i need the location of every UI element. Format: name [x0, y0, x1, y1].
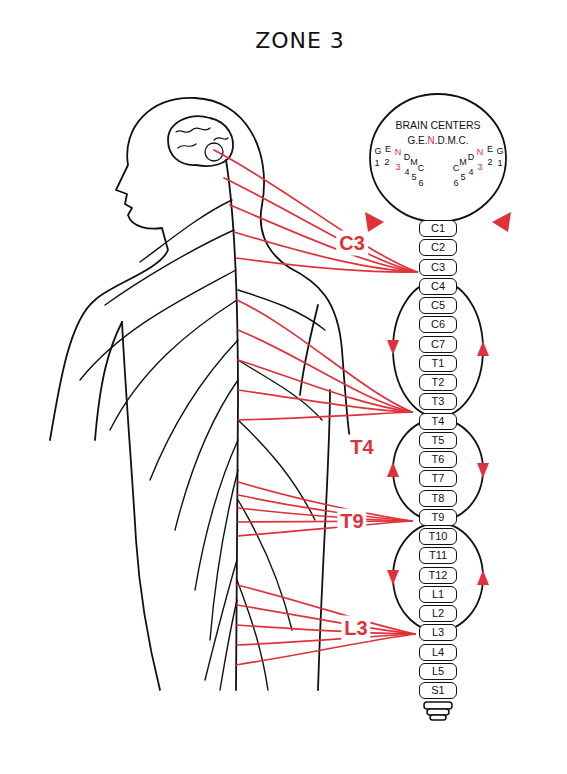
vertebra-label: C3	[431, 261, 445, 274]
vertebra-box: T5	[419, 432, 457, 449]
zone-vertebra-callout: L3	[341, 616, 370, 641]
vertebra-label: T7	[432, 472, 445, 485]
vertebra-box: C2	[419, 239, 457, 256]
vertebra-label: C2	[431, 241, 445, 254]
vertebra-label: T1	[432, 357, 445, 370]
center-number: 2	[384, 157, 389, 167]
vertebra-label: T5	[432, 434, 445, 447]
vertebra-box: T9	[419, 509, 457, 526]
center-number: 1	[497, 158, 502, 168]
center-letter: N	[477, 147, 484, 157]
diagram-title: ZONE 3	[255, 28, 345, 53]
vertebra-box: C1	[419, 220, 457, 237]
center-number: 5	[411, 172, 416, 182]
center-number: 5	[460, 172, 465, 182]
vertebra-box: T10	[419, 528, 457, 545]
vertebra-box: T8	[419, 490, 457, 507]
vertebra-box: T2	[419, 374, 457, 391]
center-letter: D	[468, 152, 475, 162]
vertebra-box: T3	[419, 393, 457, 410]
vertebra-box: L3	[419, 624, 457, 641]
vertebra-label: L1	[432, 588, 444, 601]
vertebra-label: L2	[432, 607, 444, 620]
vertebra-box: C6	[419, 316, 457, 333]
center-number: 1	[374, 158, 379, 168]
vertebra-box: T4	[419, 413, 457, 430]
vertebra-box: T12	[419, 567, 457, 584]
vertebra-label: S1	[431, 684, 444, 697]
vertebra-label: T3	[432, 395, 445, 408]
vertebra-label: T9	[432, 511, 445, 524]
center-letter: C	[418, 163, 425, 173]
vertebra-label: L4	[432, 646, 444, 659]
center-letter: M	[410, 157, 418, 167]
vertebra-box: L1	[419, 586, 457, 603]
vertebra-label: C1	[431, 222, 445, 235]
center-letter: N	[395, 147, 402, 157]
vertebra-box: L5	[419, 663, 457, 680]
vertebra-box: T11	[419, 547, 457, 564]
vertebra-label: T12	[429, 569, 448, 582]
vertebra-label: T10	[429, 530, 448, 543]
vertebra-box: T7	[419, 470, 457, 487]
vertebra-box: T6	[419, 451, 457, 468]
center-letter: D	[404, 152, 411, 162]
center-number: 6	[453, 178, 458, 188]
center-letter: E	[487, 144, 493, 154]
zone-vertebra-callout: T9	[337, 509, 366, 534]
center-letter: E	[385, 144, 391, 154]
center-letter: G	[496, 146, 503, 156]
vertebra-box: C4	[419, 278, 457, 295]
vertebra-box: L2	[419, 605, 457, 622]
center-number: 3	[395, 162, 400, 172]
center-letter: M	[459, 157, 467, 167]
center-number: 4	[468, 167, 473, 177]
vertebra-label: T2	[432, 376, 445, 389]
vertebra-box: S1	[419, 682, 457, 699]
vertebra-label: C4	[431, 280, 445, 293]
vertebra-label: L3	[432, 626, 444, 639]
center-letter: C	[453, 163, 460, 173]
vertebra-box: T1	[419, 355, 457, 372]
vertebra-label: T8	[432, 492, 445, 505]
vertebra-box: C3	[419, 259, 457, 276]
zone-vertebra-callout: T4	[347, 435, 376, 460]
center-number: 4	[404, 167, 409, 177]
vertebra-label: T6	[432, 453, 445, 466]
center-number: 2	[487, 157, 492, 167]
vertebra-box: C7	[419, 336, 457, 353]
brain-centers-oval: BRAIN CENTERSG.E.N.D.M.C.	[372, 96, 504, 220]
vertebra-label: L5	[432, 665, 444, 678]
vertebra-label: T4	[432, 415, 445, 428]
brain-code: G.E.N.D.M.C.	[372, 133, 504, 148]
vertebra-label: C5	[431, 299, 445, 312]
center-letter: G	[374, 146, 381, 156]
brain-heading: BRAIN CENTERS	[372, 118, 504, 133]
vertebra-label: T11	[429, 549, 447, 562]
center-number: 6	[418, 178, 423, 188]
zone-vertebra-callout: C3	[336, 231, 368, 256]
vertebra-box: L4	[419, 644, 457, 661]
vertebra-label: C7	[431, 338, 445, 351]
vertebra-box: C5	[419, 297, 457, 314]
center-number: 3	[477, 162, 482, 172]
vertebra-label: C6	[431, 318, 445, 331]
